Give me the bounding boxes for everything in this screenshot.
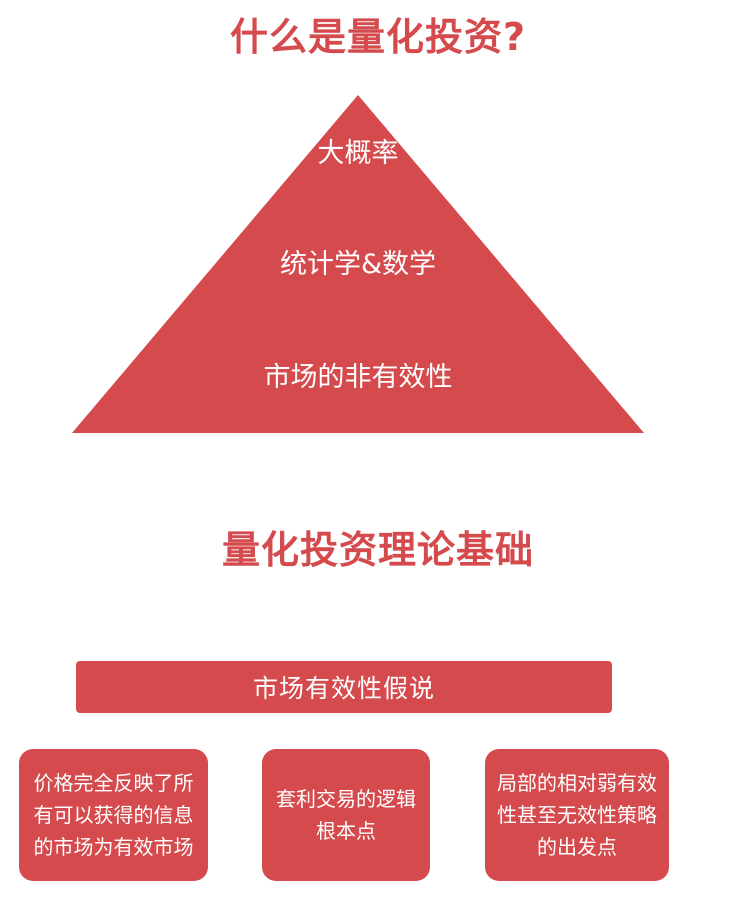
card-efficient-market: 价格完全反映了所 有可以获得的信息 的市场为有效市场	[19, 749, 208, 881]
card-arbitrage: 套利交易的逻辑 根本点	[262, 749, 430, 881]
card-line: 性甚至无效性策略	[497, 803, 657, 827]
pyramid-diagram	[72, 95, 644, 433]
card-line: 根本点	[316, 819, 376, 843]
pyramid-triangle	[72, 95, 644, 433]
pyramid-label-top: 大概率	[317, 138, 399, 169]
card-line: 局部的相对弱有效	[497, 771, 657, 795]
pyramid-label-middle: 统计学&数学	[279, 249, 437, 280]
card-strategy-origin: 局部的相对弱有效 性甚至无效性策略 的出发点	[485, 749, 669, 881]
card-line: 的出发点	[537, 835, 617, 859]
card-line: 套利交易的逻辑	[276, 787, 416, 811]
section-title: 量化投资理论基础	[221, 528, 534, 572]
card-line: 有可以获得的信息	[33, 803, 194, 827]
hypothesis-bar: 市场有效性假说	[76, 661, 612, 713]
card-line: 价格完全反映了所	[33, 771, 194, 795]
pyramid-label-bottom: 市场的非有效性	[263, 362, 453, 393]
page-title: 什么是量化投资?	[229, 15, 527, 59]
card-line: 的市场为有效市场	[33, 835, 194, 859]
